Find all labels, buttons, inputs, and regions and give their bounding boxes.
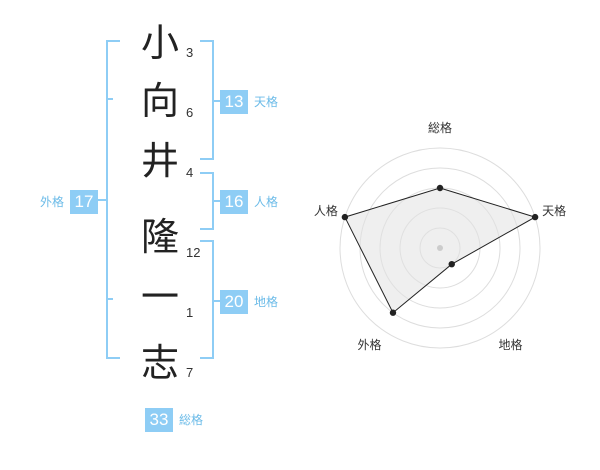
name-char-5: 一: [140, 275, 179, 319]
radar-point-1: [436, 184, 444, 192]
stroke-count-6: 7: [186, 365, 194, 380]
gaikaku-bracket-top: [106, 40, 120, 42]
name-char-6: 志: [140, 341, 179, 385]
name-char-4: 隆: [140, 215, 179, 259]
radar-point-5: [341, 213, 349, 221]
radar-axis-label-1: 総格: [428, 120, 452, 135]
jinkaku-bracket-stem: [212, 200, 220, 202]
tenkaku-bracket-bottom: [200, 158, 214, 160]
gaikaku-bracket-bottom: [106, 357, 120, 359]
radar-point-2: [531, 213, 539, 221]
name-char-3: 井: [140, 139, 179, 183]
radar-axis-label-3: 地格: [499, 337, 523, 352]
tenkaku-value-badge: 13: [220, 90, 248, 114]
chikaku-bracket-bottom: [200, 357, 214, 359]
gaikaku-bracket-tick-2: [106, 298, 113, 300]
chikaku-label: 地格: [254, 295, 279, 309]
chikaku-bracket-stem: [212, 300, 220, 302]
radar-center-dot: [437, 245, 443, 251]
radar-point-3: [448, 260, 455, 268]
stroke-count-5: 1: [186, 305, 194, 320]
tenkaku-bracket-top: [200, 40, 214, 42]
gaikaku-bracket-tick-1: [106, 98, 113, 100]
stroke-count-2: 6: [186, 105, 194, 120]
soukaku-value-badge: 33: [145, 408, 173, 432]
jinkaku-bracket-bottom: [200, 228, 214, 230]
radar-axis-label-5: 人格: [314, 203, 338, 218]
gaikaku-bracket-stem: [98, 199, 108, 201]
name-char-1: 小: [140, 21, 179, 65]
soukaku-label: 総格: [179, 413, 204, 427]
radar-point-4: [389, 309, 397, 316]
stroke-count-1: 3: [186, 45, 194, 60]
chikaku-bracket: [212, 240, 214, 359]
tenkaku-bracket-stem: [212, 100, 220, 102]
gaikaku-value-badge: 17: [70, 190, 98, 214]
chikaku-bracket-top: [200, 240, 214, 242]
jinkaku-value-badge: 16: [220, 190, 248, 214]
stroke-count-3: 4: [186, 165, 194, 180]
name-char-2: 向: [140, 79, 179, 123]
jinkaku-bracket-top: [200, 172, 214, 174]
gaikaku-label: 外格: [40, 195, 65, 209]
radar-axis-label-4: 外格: [357, 337, 381, 352]
chikaku-value-badge: 20: [220, 290, 248, 314]
radar-axis-label-2: 天格: [542, 203, 566, 218]
stroke-count-4: 12: [186, 245, 201, 260]
tenkaku-label: 天格: [254, 95, 279, 109]
jinkaku-label: 人格: [254, 195, 279, 209]
